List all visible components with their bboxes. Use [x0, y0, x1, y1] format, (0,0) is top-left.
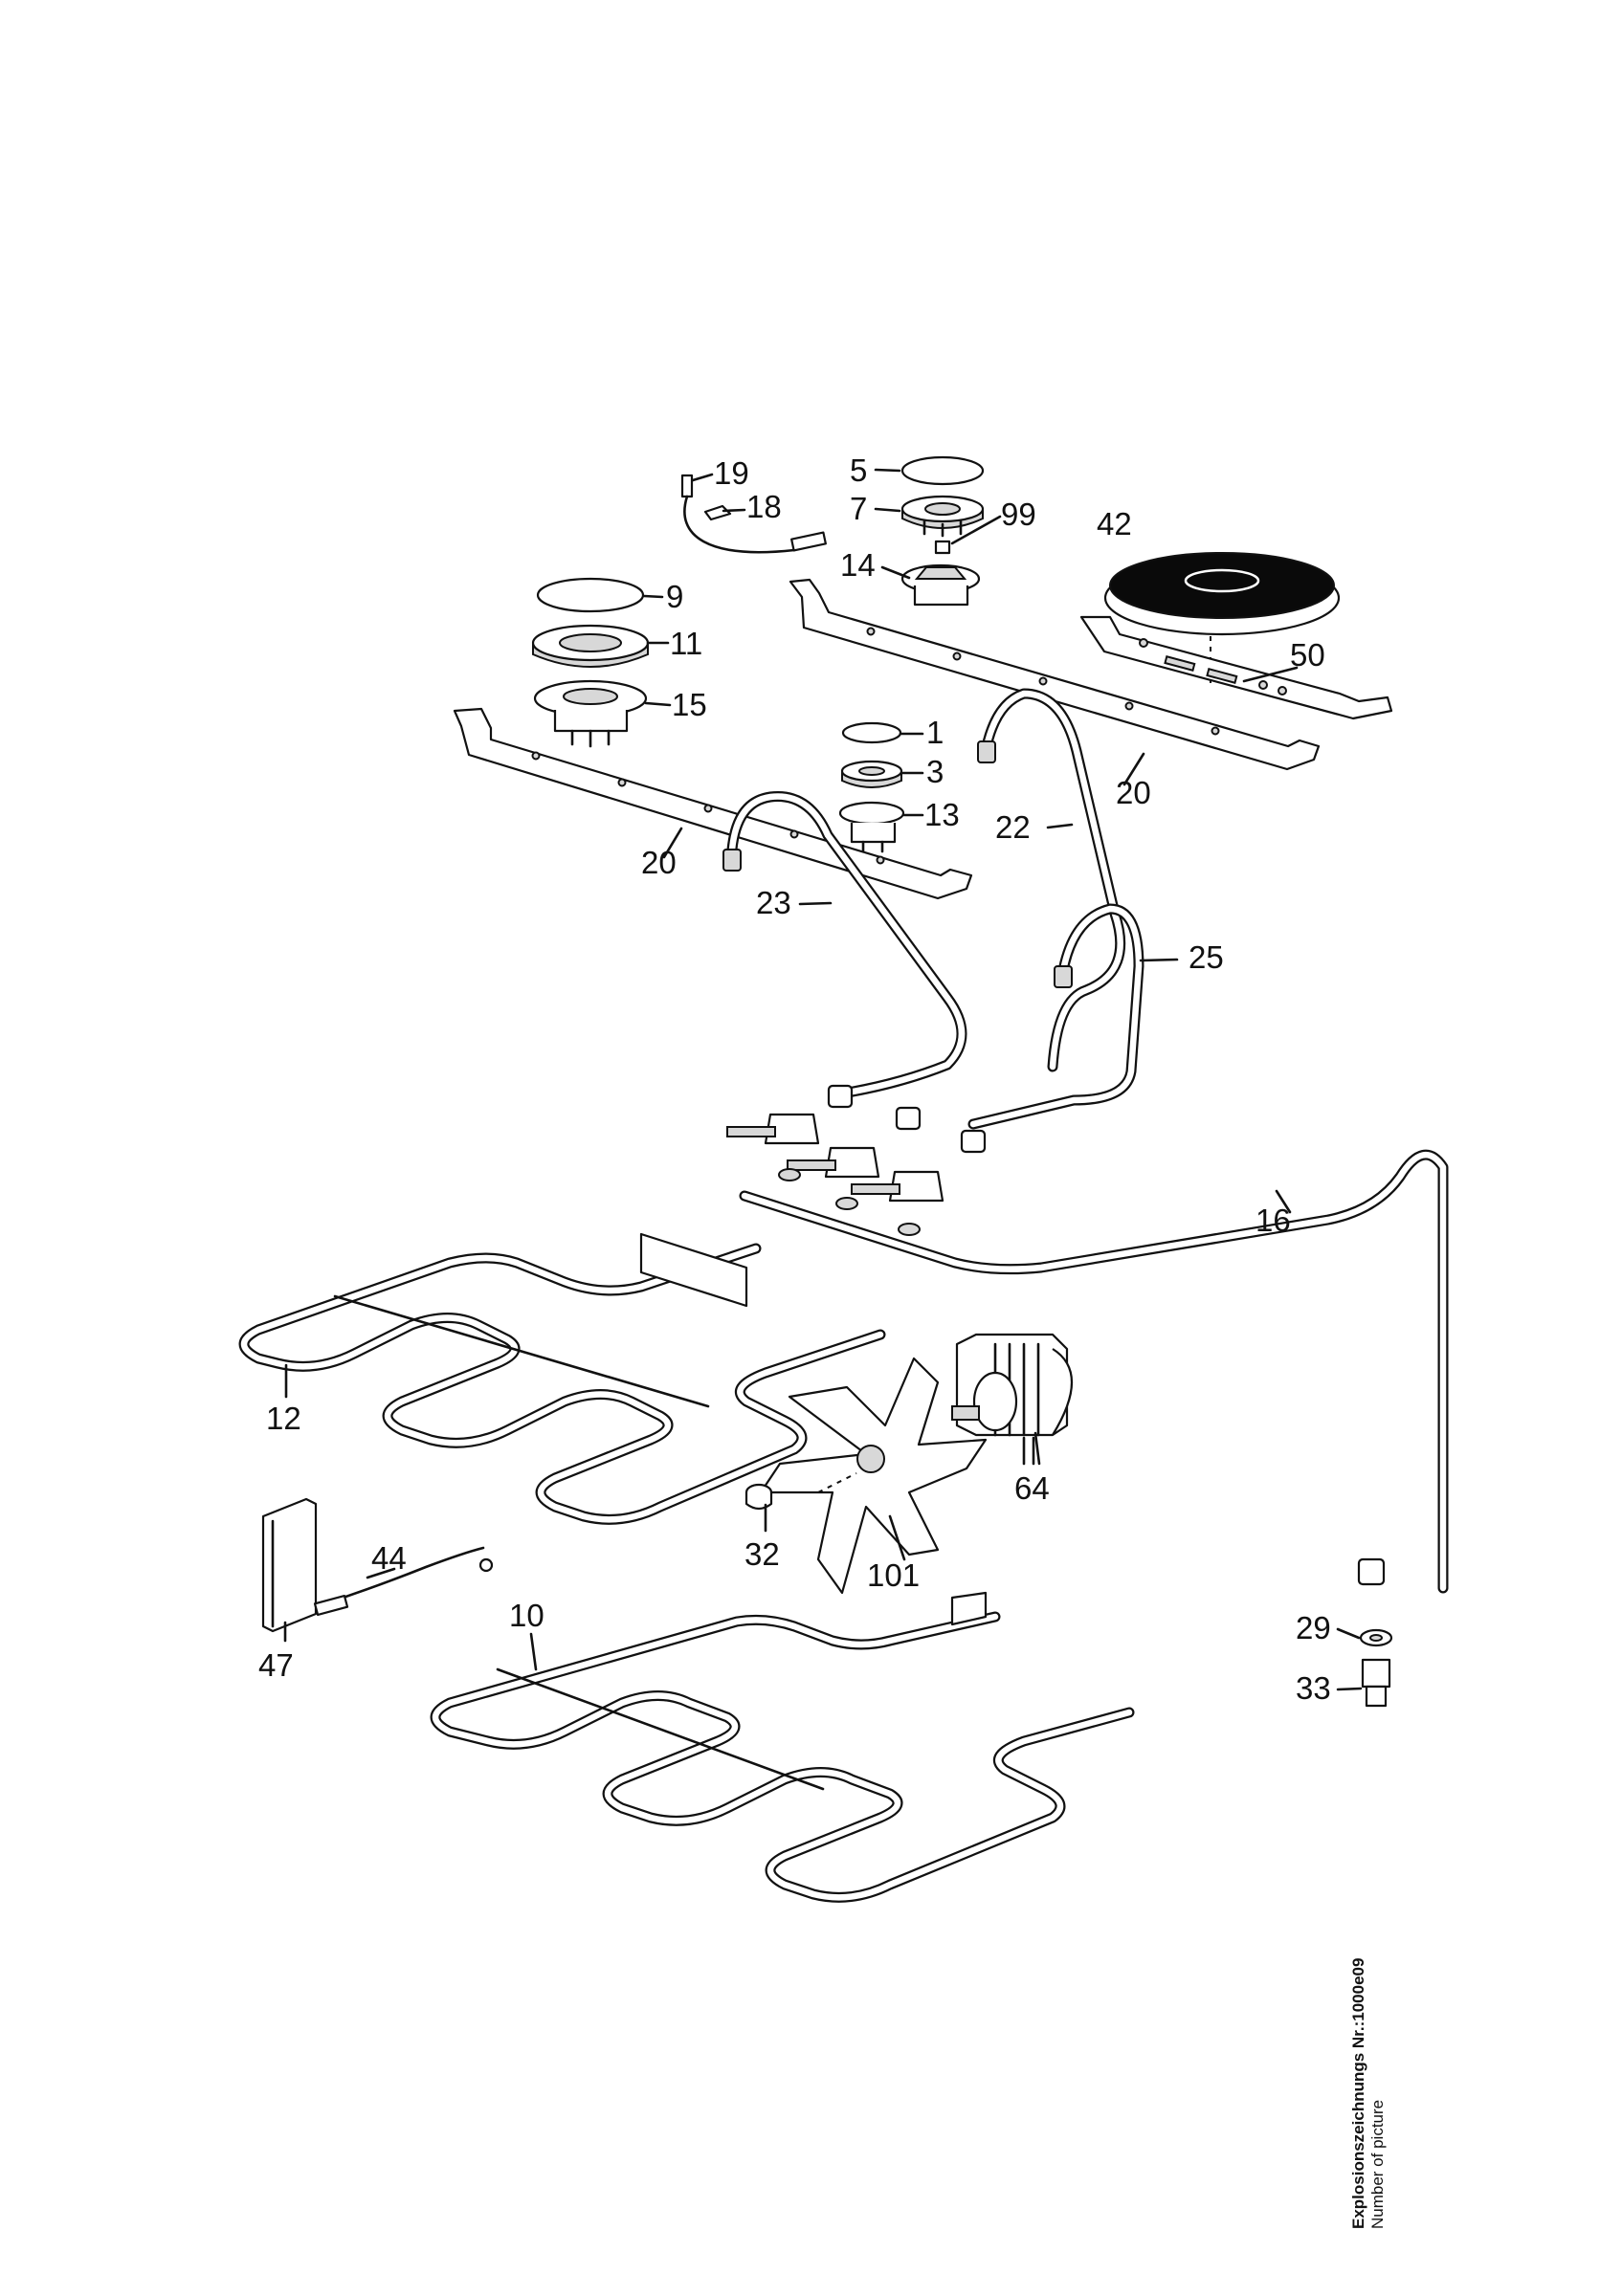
label-47: 47: [258, 1647, 294, 1683]
part-burner-cap-9: [536, 577, 645, 613]
label-11: 11: [670, 626, 702, 661]
part-clip-18: [703, 504, 732, 521]
part-gas-manifold-16: [739, 1149, 1449, 1594]
part-thermocouple-19: [680, 474, 827, 554]
label-19: 19: [714, 455, 749, 491]
label-32: 32: [744, 1536, 780, 1572]
part-burner-base-15: [533, 679, 648, 748]
part-nut-32: [744, 1483, 773, 1511]
label-101: 101: [867, 1557, 920, 1593]
label-5: 5: [850, 453, 867, 488]
label-3: 3: [926, 754, 944, 789]
label-13: 13: [924, 797, 960, 832]
label-16: 16: [1255, 1203, 1291, 1238]
label-29: 29: [1296, 1610, 1331, 1645]
drawing-number-caption: Explosionszeichnungs Nr.:1000e09 Number …: [1349, 1808, 1388, 2229]
part-washer-29: [1359, 1628, 1393, 1647]
label-15: 15: [672, 687, 707, 722]
drawing-number: Explosionszeichnungs Nr.:1000e09: [1349, 1957, 1367, 2229]
part-burner-base-13: [838, 801, 905, 853]
part-heating-element-12: [238, 1232, 886, 1525]
part-support-rail-20-right: [789, 578, 1321, 771]
part-gas-tube-22: [980, 688, 1126, 1072]
part-gas-tube-25: [967, 903, 1144, 1130]
gas-valve-assembly: [726, 1113, 944, 1236]
part-fan-motor-64: [951, 1333, 1073, 1466]
label-18: 18: [746, 489, 782, 524]
label-33: 33: [1296, 1670, 1331, 1706]
label-7: 7: [850, 491, 867, 526]
part-hotplate-42: [1103, 552, 1341, 636]
part-burner-crown-7: [900, 495, 985, 538]
part-heating-element-10: [430, 1591, 1135, 1903]
tube-fittings: [722, 740, 1073, 1154]
part-number-labels: 19 18 5 7 99 42 14 9 11 15 1 50 3 13 20 …: [258, 453, 1331, 1706]
part-burner-base-14: [900, 563, 981, 607]
label-99: 99: [1001, 497, 1036, 532]
part-burner-cap-5: [900, 455, 985, 486]
leader-lines: [283, 468, 1363, 1691]
part-gas-tube-23: [726, 791, 967, 1099]
part-nozzle-33: [1361, 1658, 1391, 1708]
label-10: 10: [509, 1598, 544, 1633]
label-22: 22: [995, 809, 1031, 845]
label-1: 1: [926, 715, 944, 750]
label-14: 14: [840, 547, 876, 583]
part-burner-cap-1: [841, 721, 902, 744]
label-23: 23: [756, 885, 791, 920]
label-64: 64: [1014, 1470, 1050, 1506]
label-9: 9: [666, 579, 683, 614]
label-20-right: 20: [1116, 775, 1151, 810]
part-burner-crown-11: [531, 624, 650, 668]
label-12: 12: [266, 1401, 301, 1436]
part-bracket-47: [261, 1497, 318, 1633]
part-fan-impeller-101: [759, 1357, 988, 1595]
label-50: 50: [1290, 637, 1325, 673]
drawing-number-subtitle: Number of picture: [1368, 2099, 1387, 2229]
part-screw-99: [934, 540, 951, 555]
part-sensor-44: [313, 1546, 494, 1617]
part-burner-crown-3: [840, 760, 903, 788]
label-42: 42: [1097, 506, 1132, 541]
label-25: 25: [1189, 939, 1224, 975]
part-hotplate-bracket-50: [1079, 615, 1393, 720]
label-20-left: 20: [641, 845, 677, 880]
label-44: 44: [371, 1540, 407, 1576]
